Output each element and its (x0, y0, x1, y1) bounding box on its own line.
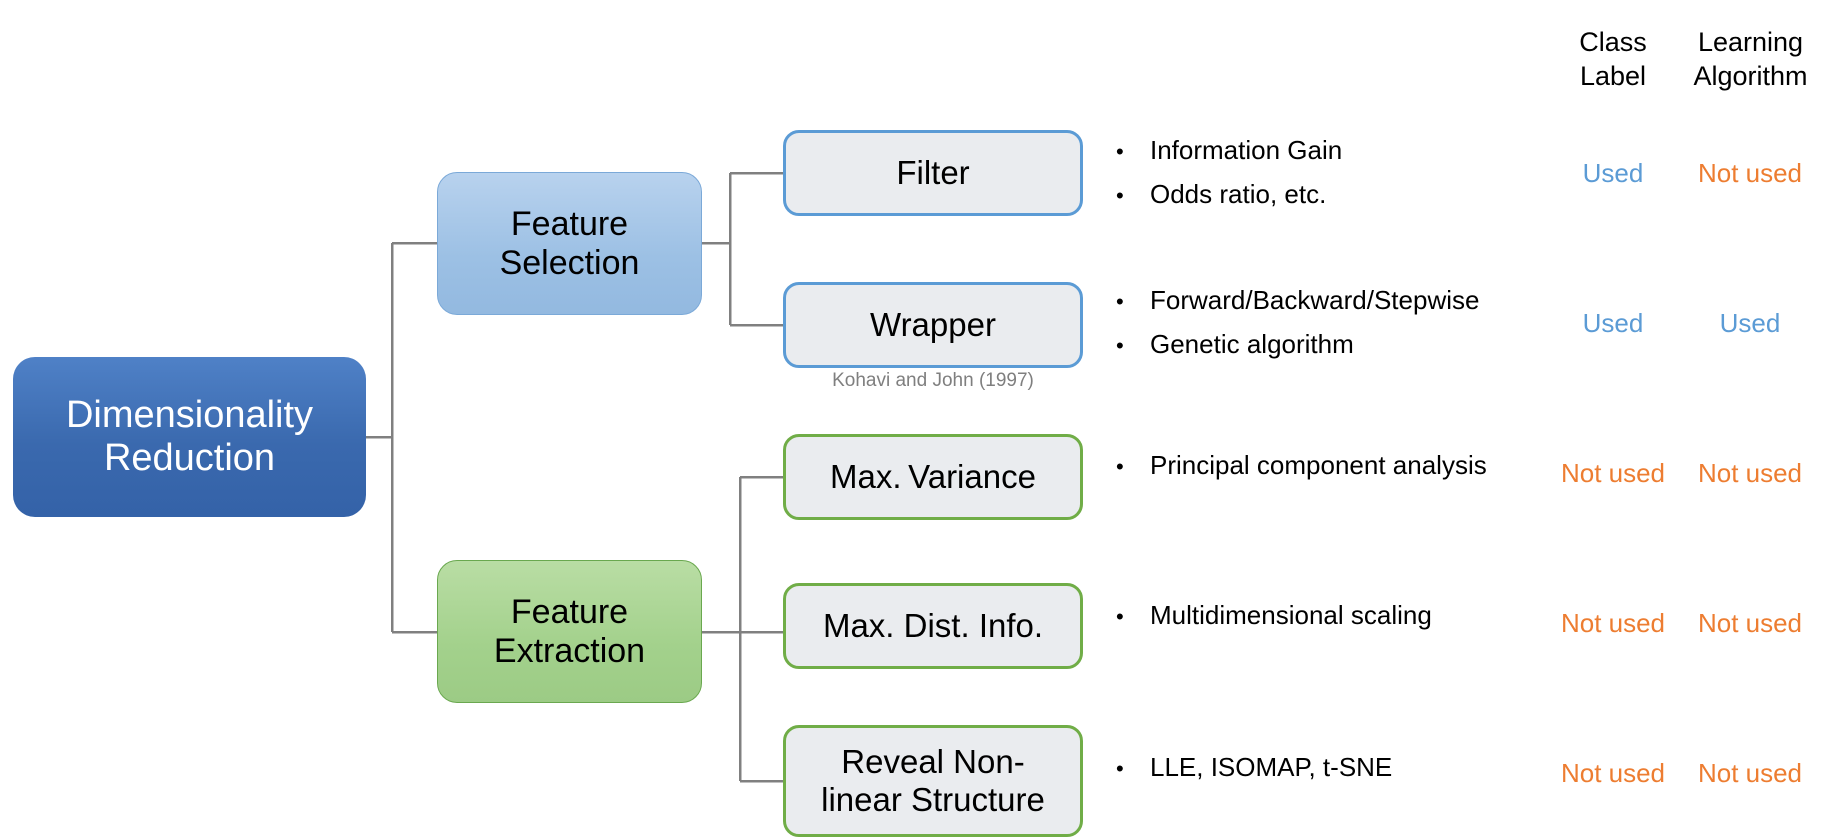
node-label: Wrapper (870, 306, 996, 344)
status-filter-learning-algorithm: Not used (1697, 158, 1803, 188)
bullet-label: Information Gain (1150, 135, 1343, 165)
column-header-line2: Algorithm (1693, 60, 1808, 91)
list-item: • Forward/Backward/Stepwise (1116, 285, 1479, 316)
bullet-dot-icon: • (1116, 333, 1124, 358)
column-header-line1: Learning (1697, 27, 1804, 57)
node-label: Max. Variance (830, 458, 1036, 496)
node-label-line1: Feature (510, 204, 629, 243)
column-header-learning-algorithm: Learning Algorithm (1668, 26, 1833, 94)
list-item: • Principal component analysis (1116, 450, 1487, 481)
status-wrapper-learning-algorithm: Used (1719, 308, 1781, 338)
status-filter-class-label: Used (1582, 158, 1644, 188)
node-label-line1: Feature (510, 592, 629, 631)
bullets-max-dist-info: • Multidimensional scaling (1116, 600, 1432, 631)
bullets-reveal-nonlinear: • LLE, ISOMAP, t-SNE (1116, 752, 1392, 783)
column-header-line2: Label (1579, 60, 1647, 91)
bullet-dot-icon: • (1116, 139, 1124, 164)
node-label: Feature Selection (490, 205, 650, 283)
node-label-line1: Reveal Non- (841, 743, 1025, 781)
node-wrapper[interactable]: Wrapper (783, 282, 1083, 368)
node-label-line2: Selection (499, 243, 640, 282)
list-item: • Multidimensional scaling (1116, 600, 1432, 631)
status-max-variance-learning-algorithm: Not used (1697, 458, 1803, 488)
bullet-label: Forward/Backward/Stepwise (1150, 285, 1480, 315)
bullets-wrapper: • Forward/Backward/Stepwise • Genetic al… (1116, 285, 1479, 360)
node-max-dist-info[interactable]: Max. Dist. Info. (783, 583, 1083, 669)
status-reveal-nonlinear-learning-algorithm: Not used (1697, 758, 1803, 788)
node-label: Max. Dist. Info. (822, 607, 1044, 645)
status-max-dist-info-class-label: Not used (1560, 608, 1666, 638)
bullets-max-variance: • Principal component analysis (1116, 450, 1487, 481)
node-feature-extraction[interactable]: Feature Extraction (437, 560, 702, 703)
node-max-variance[interactable]: Max. Variance (783, 434, 1083, 520)
node-label-line2: Reduction (103, 437, 276, 479)
bullet-dot-icon: • (1116, 454, 1124, 479)
bullet-label: Genetic algorithm (1150, 329, 1354, 359)
bullet-label: Principal component analysis (1150, 450, 1487, 480)
status-wrapper-class-label: Used (1582, 308, 1644, 338)
list-item: • LLE, ISOMAP, t-SNE (1116, 752, 1392, 783)
node-filter[interactable]: Filter (783, 130, 1083, 216)
bullet-dot-icon: • (1116, 183, 1124, 208)
bullet-label: Multidimensional scaling (1150, 600, 1432, 630)
list-item: • Odds ratio, etc. (1116, 179, 1342, 210)
bullet-dot-icon: • (1116, 289, 1124, 314)
column-header-line1: Class (1579, 27, 1647, 57)
list-item: • Genetic algorithm (1116, 329, 1479, 360)
status-max-dist-info-learning-algorithm: Not used (1697, 608, 1803, 638)
node-feature-selection[interactable]: Feature Selection (437, 172, 702, 315)
status-reveal-nonlinear-class-label: Not used (1560, 758, 1666, 788)
bullet-dot-icon: • (1116, 756, 1124, 781)
node-dimensionality-reduction[interactable]: Dimensionality Reduction (13, 357, 366, 517)
status-max-variance-class-label: Not used (1560, 458, 1666, 488)
node-label: Reveal Non- linear Structure (811, 743, 1055, 818)
node-label-line1: Dimensionality (65, 393, 314, 436)
node-label: Feature Extraction (484, 593, 655, 671)
list-item: • Information Gain (1116, 135, 1342, 166)
bullet-label: Odds ratio, etc. (1150, 179, 1327, 209)
node-label: Dimensionality Reduction (56, 394, 323, 481)
bullet-label: LLE, ISOMAP, t-SNE (1150, 752, 1393, 782)
node-reveal-nonlinear-structure[interactable]: Reveal Non- linear Structure (783, 725, 1083, 837)
bullet-dot-icon: • (1116, 604, 1124, 629)
node-label-line2: Extraction (493, 631, 646, 670)
node-label: Filter (896, 154, 970, 192)
node-label-line2: linear Structure (821, 781, 1045, 818)
bullets-filter: • Information Gain • Odds ratio, etc. (1116, 135, 1342, 210)
citation-kohavi-john: Kohavi and John (1997) (832, 370, 1034, 391)
column-header-class-label: Class Label (1538, 26, 1688, 94)
